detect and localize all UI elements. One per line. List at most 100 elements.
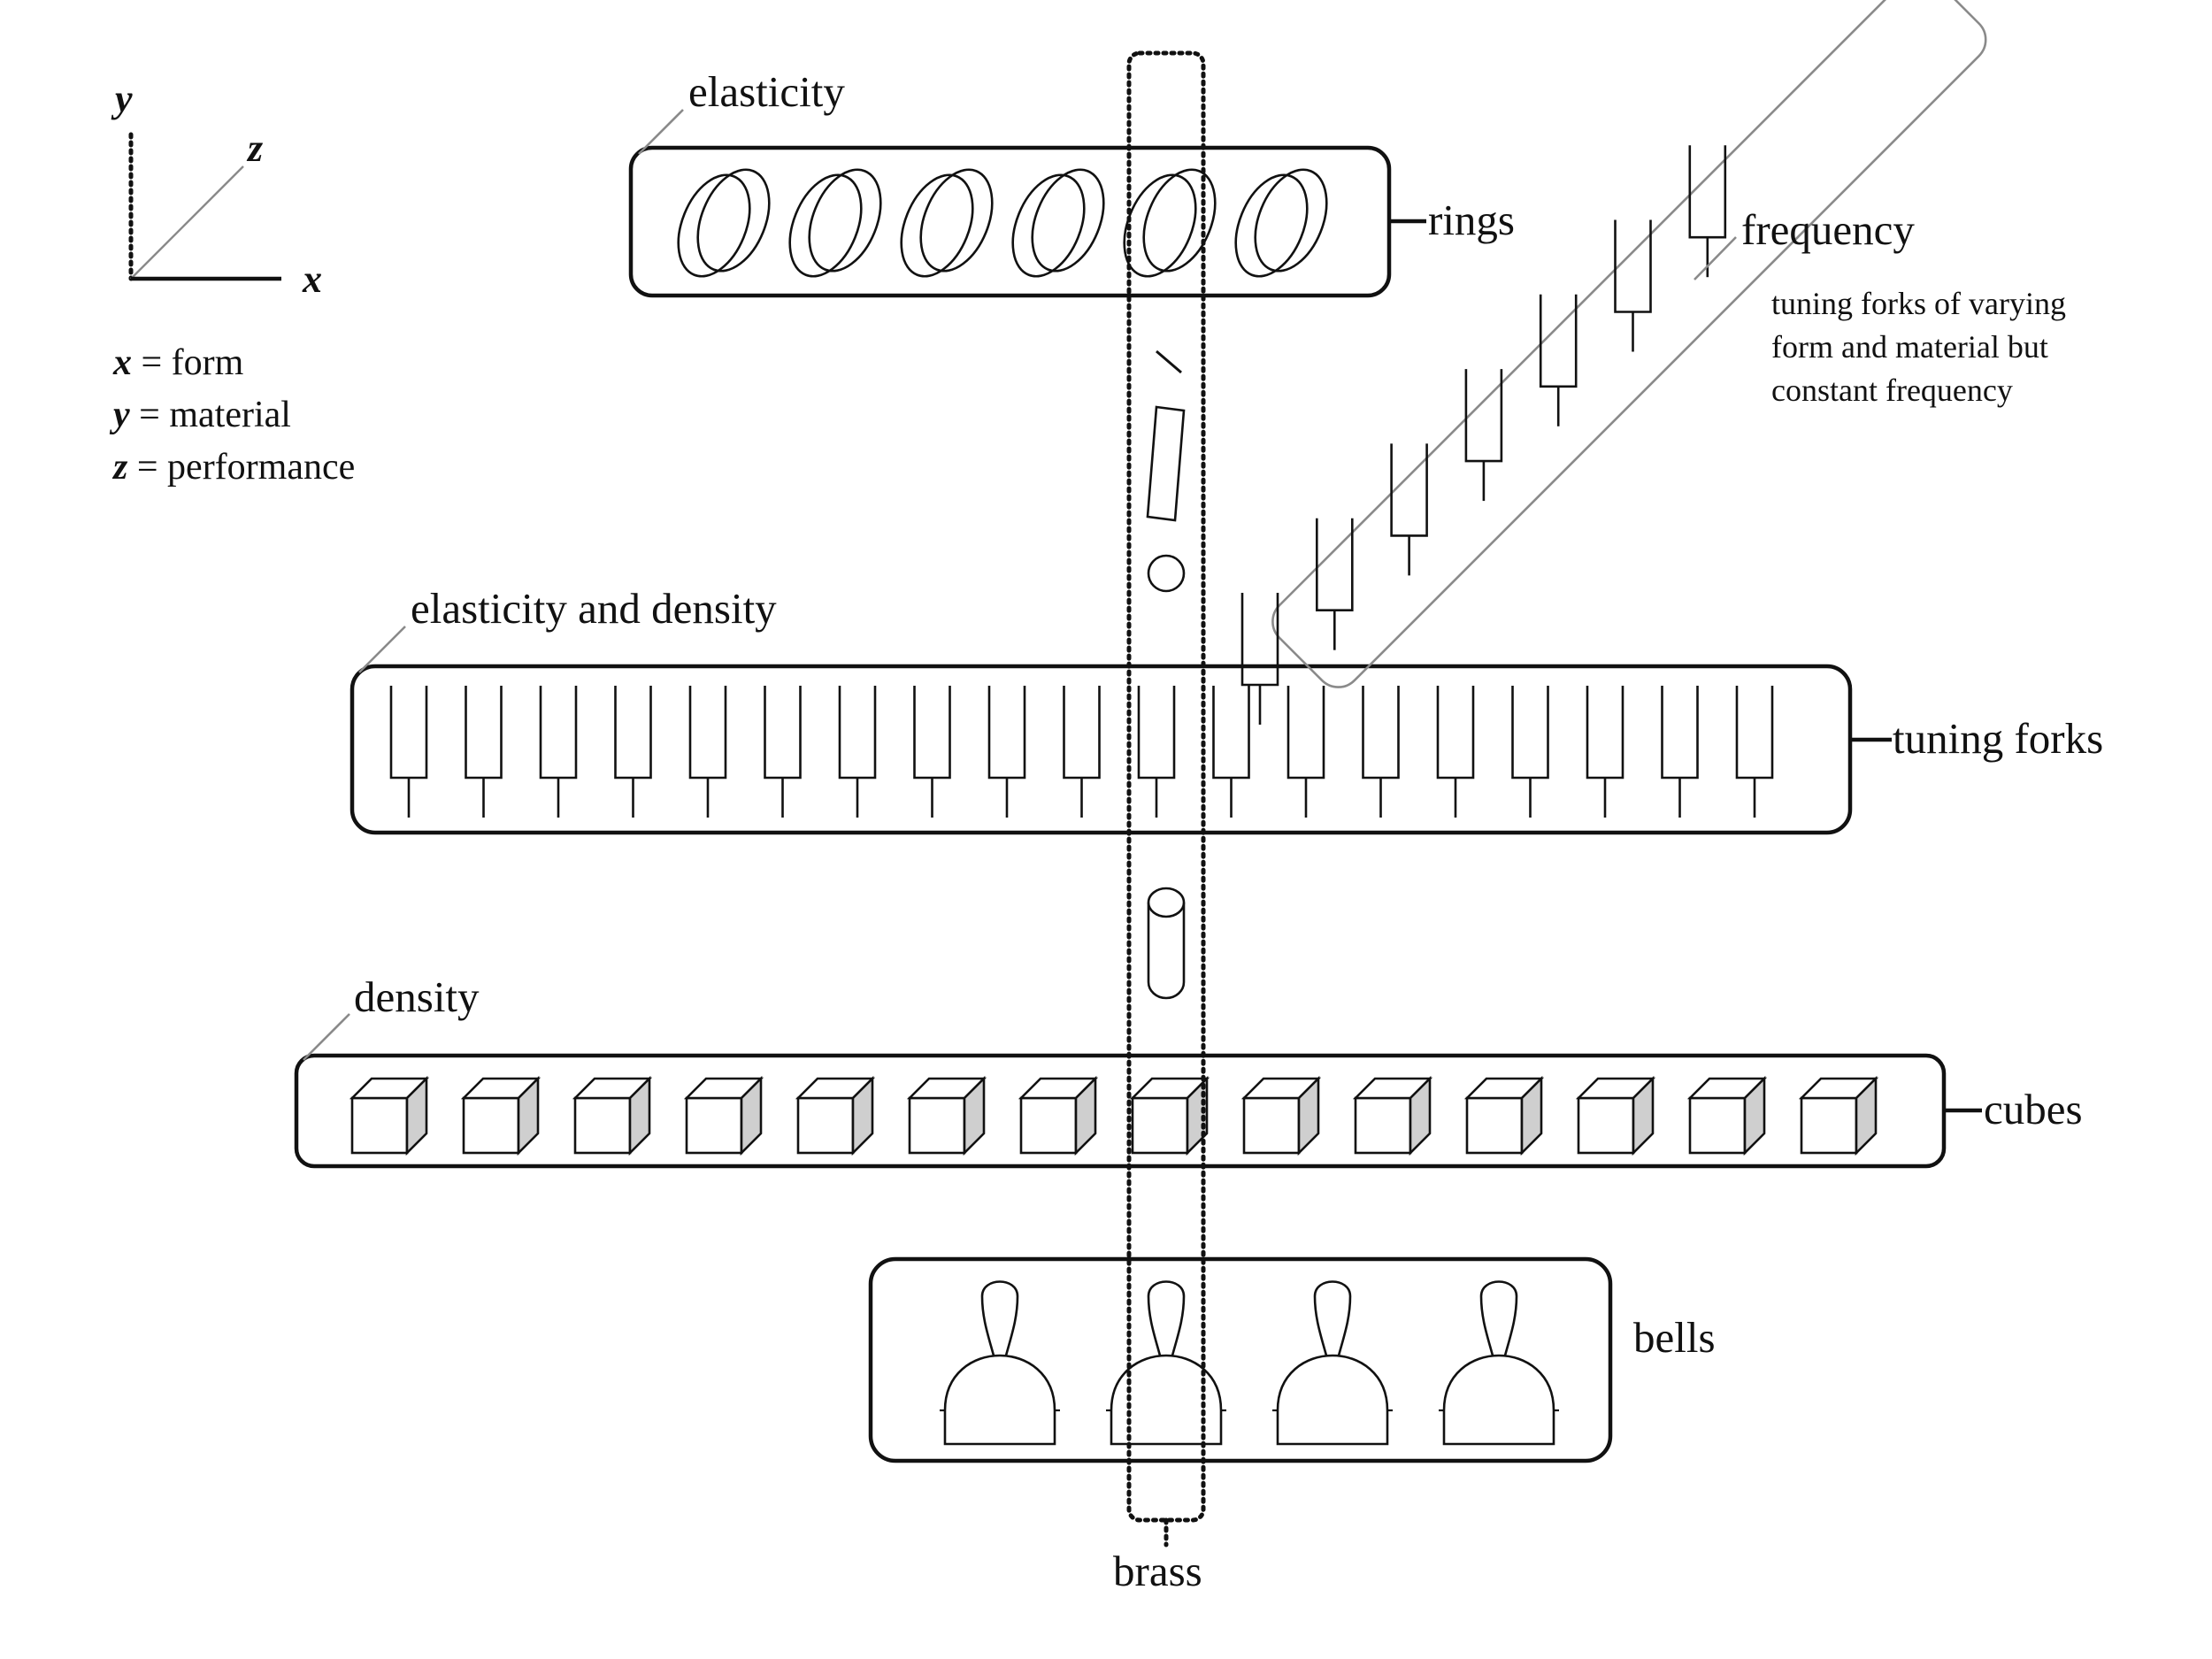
tuning-fork: [688, 686, 727, 818]
y-axis-letter: y: [111, 77, 133, 120]
tuning-fork: [1212, 686, 1250, 818]
brass-cylinder: [1147, 887, 1186, 1000]
legend-y-var: y: [109, 395, 130, 435]
legend-x-text: = form: [132, 342, 244, 383]
legend-z-text: = performance: [127, 447, 355, 488]
brass-label: brass: [1113, 1547, 1202, 1595]
legend-x-var: x: [112, 342, 132, 383]
legend-z-var: z: [111, 447, 128, 488]
frequency-fork: [1539, 294, 1578, 426]
tuning-forks-box: [349, 664, 1853, 835]
legend-y-text: = material: [130, 395, 291, 435]
rings-property-leader: [638, 109, 684, 155]
brass-disc: [1147, 554, 1186, 593]
cube: [1240, 1075, 1322, 1156]
frequency-items: [1240, 145, 1727, 725]
brass-group: brass: [1113, 50, 1206, 1595]
ring: [1011, 168, 1105, 278]
tuning-fork: [1286, 686, 1325, 818]
rings-name-label: rings: [1428, 196, 1515, 244]
tuning-fork: [1735, 686, 1774, 818]
cubes-property-label: density: [354, 972, 480, 1021]
tuning-fork: [838, 686, 877, 818]
tuning-fork: [1586, 686, 1624, 818]
frequency-note-line-3: constant frequency: [1771, 373, 2013, 408]
tuning-fork: [389, 686, 428, 818]
bell: [1272, 1280, 1393, 1446]
ring: [677, 168, 771, 278]
frequency-fork: [1390, 443, 1428, 576]
tuning-fork: [1137, 686, 1176, 818]
rings-property-label: elasticity: [688, 67, 845, 116]
cube: [1463, 1075, 1545, 1156]
ring: [1234, 168, 1328, 278]
bells-box: [868, 1256, 1613, 1463]
frequency-fork: [1688, 145, 1727, 278]
cube: [1798, 1075, 1879, 1156]
tuning-fork: [987, 686, 1026, 818]
legend-z: z = performance: [111, 447, 355, 488]
ring: [788, 168, 882, 278]
ring: [900, 168, 994, 278]
bell: [940, 1280, 1060, 1446]
frequency-fork: [1464, 369, 1503, 502]
cube: [1018, 1075, 1099, 1156]
axes-key: y z x: [111, 77, 322, 301]
frequency-fork: [1316, 518, 1354, 650]
frequency-note-line-1: tuning forks of varying: [1771, 286, 2066, 321]
cubes-name-label: cubes: [1984, 1085, 2083, 1133]
tuning-fork: [465, 686, 503, 818]
cube: [460, 1075, 541, 1156]
brass-wire: [1156, 349, 1182, 374]
tuning-fork: [1362, 686, 1400, 818]
tuning-forks-property-label: elasticity and density: [411, 584, 777, 633]
bell: [1439, 1280, 1559, 1446]
tuning-fork: [1511, 686, 1549, 818]
frequency-leader: [1694, 236, 1737, 280]
cube: [572, 1075, 653, 1156]
tuning-forks-group: elasticity and density tuning forks: [349, 584, 2103, 835]
cubes-items: [349, 1075, 1879, 1156]
cube: [795, 1075, 876, 1156]
cube: [1575, 1075, 1656, 1156]
z-axis-line: [130, 165, 244, 280]
brass-bar: [1146, 405, 1186, 522]
frequency-group: frequency tuning forks of varying form a…: [1240, 0, 2066, 725]
frequency-note-line-2: form and material but: [1771, 329, 2048, 365]
tuning-fork: [1436, 686, 1475, 818]
cubes-group: density cubes: [294, 972, 2083, 1169]
brass-material-column: [1126, 50, 1206, 1523]
cube: [349, 1075, 430, 1156]
tuning-fork: [764, 686, 802, 818]
tuning-fork: [913, 686, 951, 818]
frequency-label: frequency: [1741, 205, 1915, 254]
bell: [1106, 1280, 1226, 1446]
tuning-forks-name-label: tuning forks: [1893, 714, 2103, 763]
frequency-fork: [1240, 593, 1279, 725]
tuning-fork: [614, 686, 652, 818]
rings-group: elasticity rings: [628, 67, 1515, 298]
cubes-property-leader: [303, 1013, 350, 1061]
cube: [1352, 1075, 1433, 1156]
tuning-fork: [1063, 686, 1101, 818]
z-axis-letter: z: [246, 127, 263, 170]
cube: [1129, 1075, 1210, 1156]
axes-legend: x = form y = material z = performance: [109, 342, 355, 488]
tuning-fork: [1661, 686, 1699, 818]
rings-items: [677, 168, 1328, 278]
frequency-fork: [1614, 219, 1652, 352]
cube: [1686, 1075, 1768, 1156]
cube: [683, 1075, 764, 1156]
tuning-fork: [539, 686, 578, 818]
legend-x: x = form: [112, 342, 244, 383]
tuning-forks-items: [389, 686, 1774, 818]
x-axis-letter: x: [302, 257, 322, 301]
cube: [906, 1075, 987, 1156]
bells-name-label: bells: [1633, 1313, 1716, 1362]
legend-y: y = material: [109, 395, 291, 435]
tuning-forks-property-leader: [358, 626, 406, 673]
frequency-box: [1271, 0, 1987, 688]
bells-items: [940, 1280, 1559, 1446]
bells-group: bells: [868, 1256, 1716, 1463]
